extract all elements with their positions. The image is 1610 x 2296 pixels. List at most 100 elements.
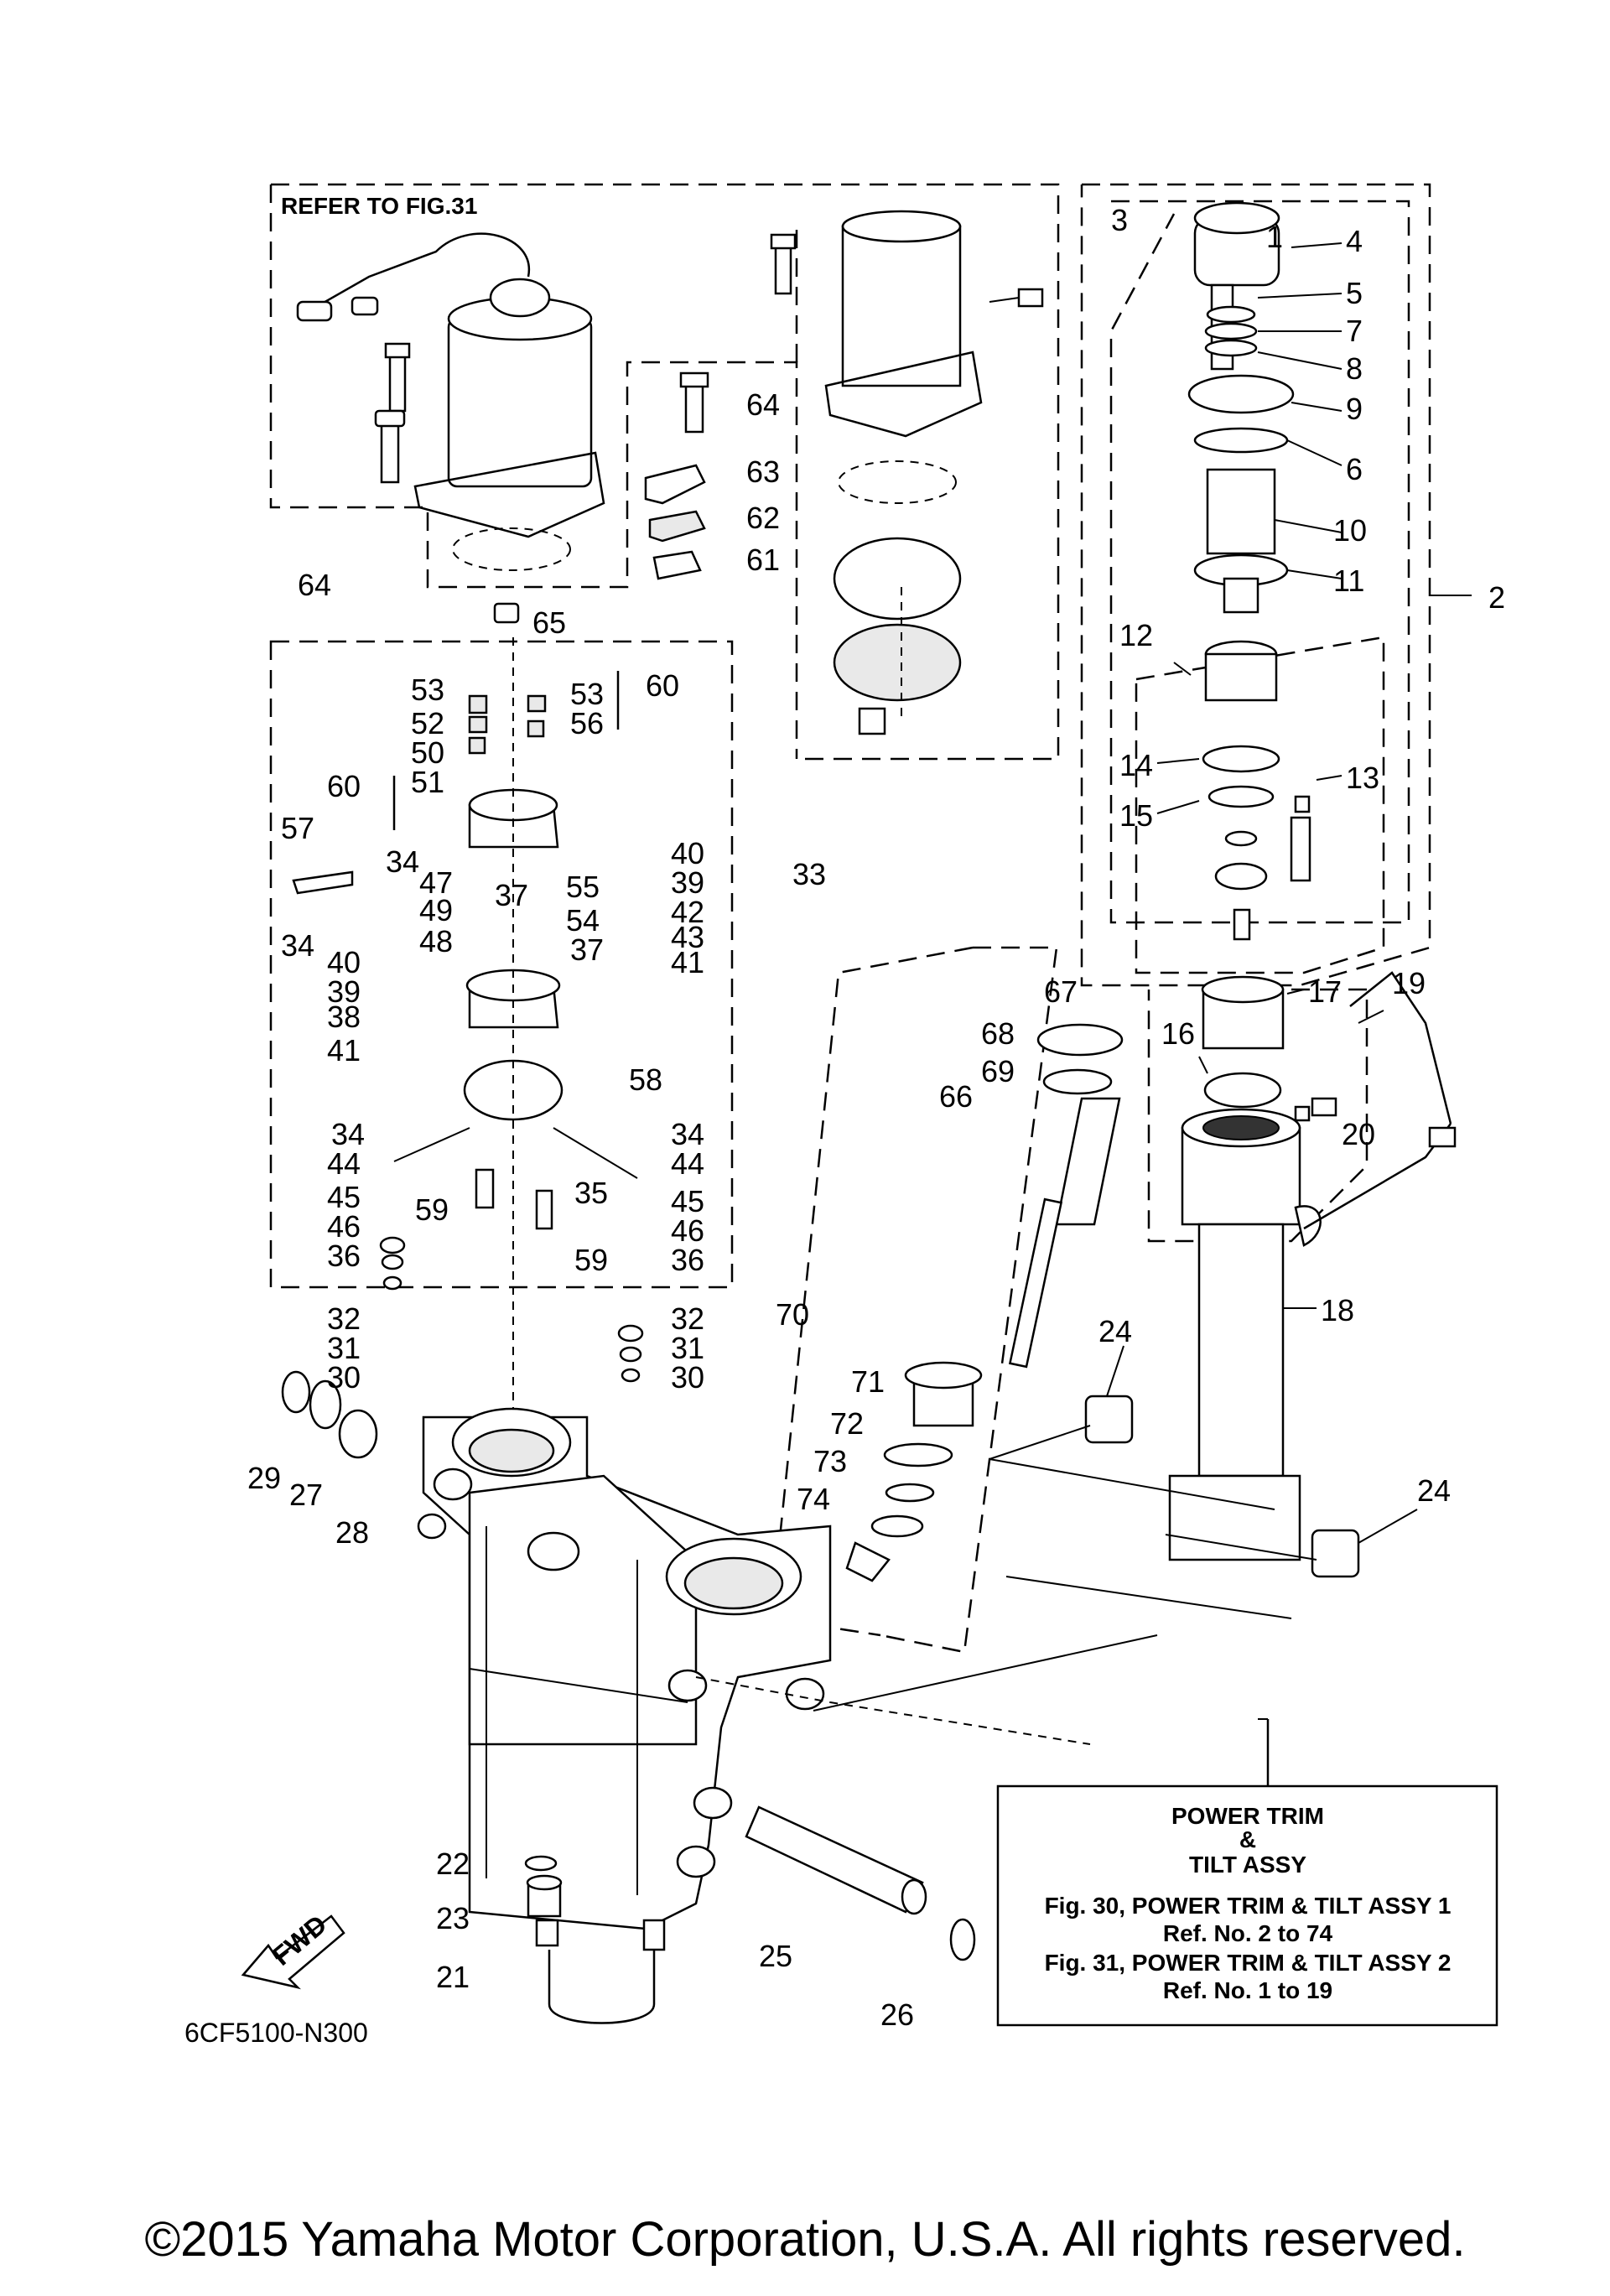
- callout-5: 5: [1346, 276, 1363, 310]
- callout-72: 72: [830, 1406, 864, 1441]
- callout-44a: 44: [327, 1146, 361, 1181]
- callout-69: 69: [981, 1054, 1015, 1088]
- callout-34b: 34: [281, 928, 314, 963]
- callout-39b: 39: [327, 974, 361, 1009]
- callout-4: 4: [1346, 224, 1363, 258]
- callout-74: 74: [797, 1482, 830, 1516]
- callout-40b: 40: [327, 945, 361, 979]
- piston-rod: [845, 1023, 1124, 1582]
- callout-60b: 60: [327, 769, 361, 803]
- callout-1: 1: [1266, 220, 1283, 254]
- callout-38: 38: [327, 1000, 361, 1034]
- callout-10: 10: [1333, 513, 1367, 548]
- callout-11: 11: [1333, 564, 1364, 598]
- callout-71: 71: [851, 1364, 885, 1399]
- legend-fig31-ref: Ref. No. 1 to 19: [1163, 1977, 1332, 2003]
- callout-44b: 44: [671, 1146, 704, 1181]
- callout-41b: 41: [327, 1033, 361, 1067]
- callout-33: 33: [792, 857, 826, 891]
- callout-52: 52: [411, 706, 444, 740]
- callout-39a: 39: [671, 865, 704, 900]
- callout-35: 35: [574, 1176, 608, 1210]
- callout-24b: 24: [1417, 1473, 1451, 1508]
- callout-34c: 34: [331, 1117, 365, 1151]
- callout-47: 47: [419, 865, 453, 900]
- callout-22: 22: [436, 1847, 470, 1881]
- callout-57: 57: [281, 811, 314, 845]
- callout-15: 15: [1119, 798, 1153, 833]
- pump-motor: [770, 210, 1044, 735]
- callout-27: 27: [289, 1478, 323, 1512]
- callout-46a: 46: [327, 1209, 361, 1244]
- callout-24a: 24: [1098, 1314, 1132, 1348]
- callout-6: 6: [1346, 452, 1363, 486]
- shaft-and-fittings: [281, 1236, 976, 2024]
- trim-cylinder-parts: [1084, 201, 1457, 1578]
- callout-31a: 31: [327, 1331, 361, 1365]
- callout-68: 68: [981, 1016, 1015, 1051]
- callout-45b: 45: [671, 1184, 704, 1218]
- callout-23: 23: [436, 1901, 470, 1935]
- callout-41a: 41: [671, 945, 704, 979]
- callout-18: 18: [1321, 1293, 1354, 1327]
- callout-60a: 60: [646, 668, 679, 703]
- callout-7: 7: [1346, 314, 1363, 348]
- callout-25: 25: [759, 1939, 792, 1973]
- drawing-code: 6CF5100-N300: [184, 2018, 368, 2048]
- callout-62: 62: [746, 501, 780, 535]
- refer-fig-label: REFER TO FIG.31: [281, 193, 477, 219]
- callout-36b: 36: [671, 1243, 704, 1277]
- legend-title-1: POWER TRIM: [1171, 1803, 1324, 1829]
- callout-13: 13: [1346, 761, 1379, 795]
- callout-numbers: 1 2 3 4 5 6 7 8 9 10 11 12 13 14 15 16 1…: [247, 203, 1505, 2032]
- callout-28: 28: [335, 1515, 369, 1550]
- callout-70: 70: [776, 1297, 809, 1332]
- callout-73: 73: [813, 1444, 847, 1478]
- callout-48: 48: [419, 924, 453, 958]
- callout-leaders: [1106, 242, 1472, 1720]
- callout-45a: 45: [327, 1180, 361, 1214]
- callout-32b: 32: [671, 1301, 704, 1336]
- legend-title-2: &: [1239, 1826, 1256, 1852]
- callout-64a: 64: [746, 387, 780, 422]
- callout-55: 55: [566, 870, 600, 904]
- callout-2: 2: [1488, 580, 1505, 615]
- callout-12: 12: [1119, 618, 1153, 652]
- callout-61: 61: [746, 543, 780, 577]
- callout-31b: 31: [671, 1331, 704, 1365]
- callout-64b: 64: [298, 568, 331, 602]
- callout-59a: 59: [415, 1192, 449, 1227]
- callout-42: 42: [671, 895, 704, 929]
- callout-56: 56: [570, 706, 604, 740]
- callout-50: 50: [411, 735, 444, 770]
- callout-49: 49: [419, 893, 453, 927]
- copyright-notice: ©2015 Yamaha Motor Corporation, U.S.A. A…: [144, 2212, 1465, 2267]
- callout-43: 43: [671, 920, 704, 954]
- callout-19: 19: [1392, 966, 1426, 1000]
- callout-30a: 30: [327, 1360, 361, 1395]
- callout-20: 20: [1342, 1117, 1375, 1151]
- callout-30b: 30: [671, 1360, 704, 1395]
- callout-16: 16: [1161, 1016, 1195, 1051]
- callout-63: 63: [746, 455, 780, 489]
- callout-37a: 37: [495, 878, 528, 912]
- callout-9: 9: [1346, 392, 1363, 426]
- callout-46b: 46: [671, 1213, 704, 1248]
- callout-17: 17: [1308, 974, 1342, 1009]
- legend-fig31: Fig. 31, POWER TRIM & TILT ASSY 2: [1045, 1950, 1452, 1976]
- legend-fig30: Fig. 30, POWER TRIM & TILT ASSY 1: [1045, 1893, 1452, 1919]
- callout-51: 51: [411, 765, 444, 799]
- callout-8: 8: [1346, 351, 1363, 386]
- callout-53a: 53: [411, 673, 444, 707]
- pump-parts: [292, 371, 709, 1560]
- callout-34a: 34: [386, 844, 419, 879]
- callout-67: 67: [1044, 974, 1078, 1009]
- callout-40a: 40: [671, 836, 704, 870]
- callout-32a: 32: [327, 1301, 361, 1336]
- callout-58: 58: [629, 1062, 662, 1097]
- legend-title-3: TILT ASSY: [1189, 1852, 1306, 1878]
- main-housing: [417, 1407, 1317, 1930]
- group-boxes: [269, 183, 1431, 1654]
- callout-37b: 37: [570, 932, 604, 967]
